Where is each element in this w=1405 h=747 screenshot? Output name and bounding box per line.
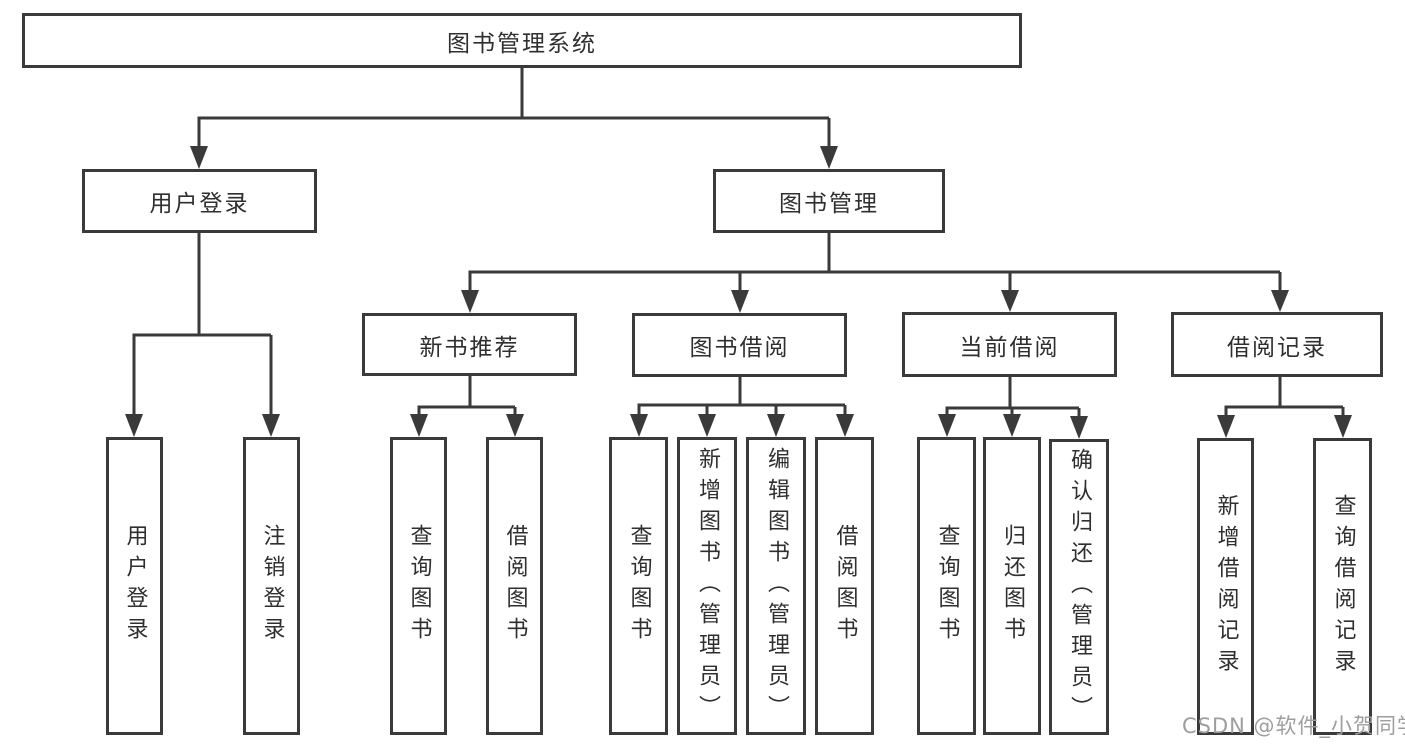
node-query-books-2: 查询图书 <box>609 437 668 735</box>
node-query-books-3: 查询图书 <box>917 437 976 735</box>
arrow-down-icon <box>506 414 524 437</box>
connector-root-to-level2 <box>197 68 831 149</box>
node-add-books-admin: 新增图书（管理员） <box>677 437 737 735</box>
arrow-down-icon <box>836 414 854 437</box>
arrowheads <box>125 146 1352 439</box>
arrow-down-icon <box>938 414 956 437</box>
node-borrow-books-2: 借阅图书 <box>815 437 874 735</box>
arrow-down-icon <box>1271 290 1289 312</box>
arrow-down-icon <box>1334 415 1352 438</box>
node-edit-books-admin: 编辑图书（管理员） <box>746 437 806 735</box>
connector-book-management-branch <box>468 233 1282 293</box>
arrow-down-icon <box>698 414 716 437</box>
arrow-down-icon <box>262 414 280 437</box>
node-new-book-recommend: 新书推荐 <box>362 313 577 376</box>
node-user-login-branch: 用户登录 <box>82 169 317 233</box>
arrow-down-icon <box>820 146 838 169</box>
node-query-borrow-record: 查询借阅记录 <box>1313 438 1372 735</box>
arrow-down-icon <box>125 414 143 437</box>
arrow-down-icon <box>1001 290 1019 312</box>
node-book-management-branch: 图书管理 <box>713 169 945 233</box>
arrow-down-icon <box>767 414 785 437</box>
connector-book-borrow-branch <box>637 377 847 417</box>
arrow-down-icon <box>1070 416 1088 439</box>
node-query-books-1: 查询图书 <box>390 437 447 735</box>
node-logout: 注销登录 <box>243 437 300 735</box>
arrow-down-icon <box>1003 414 1021 437</box>
connector-lines <box>132 68 1345 418</box>
node-current-borrow: 当前借阅 <box>902 312 1117 377</box>
node-return-books: 归还图书 <box>983 437 1041 735</box>
node-borrow-record: 借阅记录 <box>1171 312 1383 377</box>
arrow-down-icon <box>731 290 749 313</box>
arrow-down-icon <box>1217 415 1235 438</box>
connector-borrow-record-branch <box>1224 377 1345 418</box>
connector-current-borrow-branch <box>945 377 1081 418</box>
arrow-down-icon <box>190 146 208 169</box>
arrow-down-icon <box>630 414 648 437</box>
connector-user-login-branch <box>132 233 273 417</box>
csdn-watermark: CSDN @软件_小贺同学 <box>1182 714 1405 738</box>
node-borrow-books-1: 借阅图书 <box>486 437 543 735</box>
node-user-login: 用户登录 <box>106 437 163 735</box>
arrow-down-icon <box>461 290 479 313</box>
node-library-management-system: 图书管理系统 <box>22 13 1022 68</box>
connector-new-book-recommend-branch <box>417 376 517 417</box>
node-confirm-return-admin: 确认归还（管理员） <box>1049 439 1109 735</box>
node-add-borrow-record: 新增借阅记录 <box>1197 438 1254 735</box>
node-book-borrow: 图书借阅 <box>632 313 847 377</box>
arrow-down-icon <box>410 414 428 437</box>
